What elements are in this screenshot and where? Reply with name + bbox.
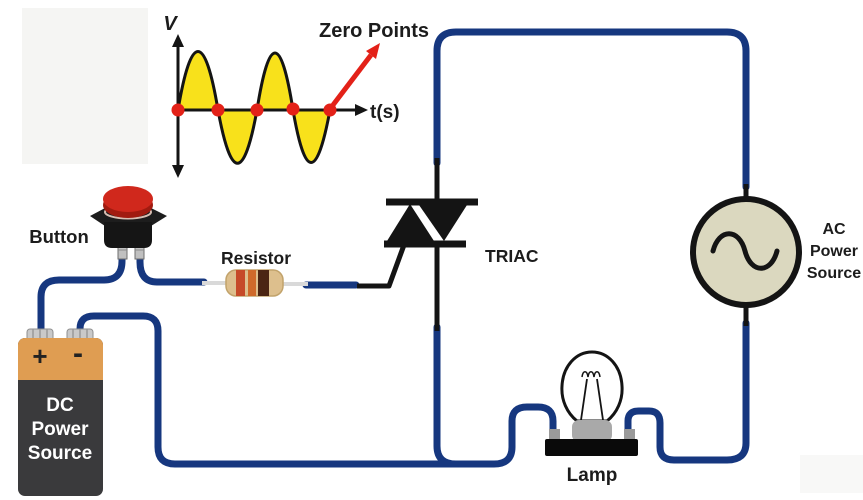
dc-source-label: DC Power Source [28, 395, 92, 464]
t-axis-arrow [355, 104, 368, 116]
zero-point-dot [323, 103, 337, 117]
triac-gate-lead [357, 244, 407, 289]
watermark-panel-top-left [22, 8, 148, 164]
button-label: Button [29, 226, 89, 247]
waveform-inset: V t(s) Zero Points [163, 13, 429, 178]
resistor-band-1 [236, 270, 245, 296]
v-axis-label: V [163, 13, 178, 35]
wire-lamp-to-ac-source [624, 319, 750, 464]
svg-text:Source: Source [28, 443, 92, 464]
v-axis-arrow-down [172, 165, 184, 178]
wire-triac-bottom-to-junction [433, 323, 460, 468]
triac-label: TRIAC [485, 246, 539, 266]
svg-text:AC: AC [822, 221, 846, 238]
wire-battery-minus-to-lamp [76, 312, 557, 468]
lamp-terminal-left [549, 429, 560, 441]
wire-button-to-battery-plus [37, 249, 126, 336]
zero-points-arrowhead [366, 43, 380, 59]
triac-triangle-down [419, 205, 467, 241]
push-button-icon [90, 186, 167, 260]
svg-text:Power: Power [31, 419, 89, 440]
button-cap [103, 186, 153, 212]
zero-point-dot [171, 103, 185, 117]
battery-minus-sign: - [73, 337, 83, 370]
ac-source-label: AC Power Source [807, 221, 861, 282]
zero-points-arrow [331, 53, 373, 107]
wire-ac-source-to-triac-top [433, 28, 750, 191]
t-axis-label: t(s) [370, 102, 400, 123]
ac-sine-glyph [710, 231, 780, 271]
resistor-band-3 [258, 270, 269, 296]
svg-text:Power: Power [810, 243, 858, 260]
v-axis-arrow-up [172, 34, 184, 47]
svg-text:DC: DC [46, 395, 74, 416]
lamp-bulb-glass [560, 350, 624, 423]
dc-battery-icon: + - DC Power Source [18, 328, 103, 496]
triac-triangle-up [387, 204, 434, 241]
lamp-base [545, 439, 638, 456]
svg-text:Source: Source [807, 265, 861, 282]
battery-top-band [18, 338, 103, 380]
lamp-terminal-right [624, 429, 635, 441]
zero-points-label: Zero Points [319, 20, 429, 42]
battery-plus-sign: + [32, 341, 47, 371]
zero-point-dot [250, 103, 264, 117]
resistor-icon [202, 269, 308, 297]
resistor-band-2 [248, 270, 256, 296]
wire-button-to-resistor [136, 249, 208, 286]
button-body [104, 222, 152, 248]
lamp-label: Lamp [567, 465, 618, 486]
wires [37, 28, 750, 468]
ac-source-icon [690, 184, 802, 326]
triac-symbol [357, 158, 478, 331]
lamp-socket [572, 420, 612, 442]
resistor-label: Resistor [221, 248, 291, 268]
zero-point-dot [286, 102, 300, 116]
lamp-filament [580, 371, 604, 421]
lamp-icon [545, 350, 638, 456]
watermark-panel-bottom-right [800, 455, 863, 493]
zero-point-dots [171, 102, 337, 117]
zero-point-dot [211, 103, 225, 117]
